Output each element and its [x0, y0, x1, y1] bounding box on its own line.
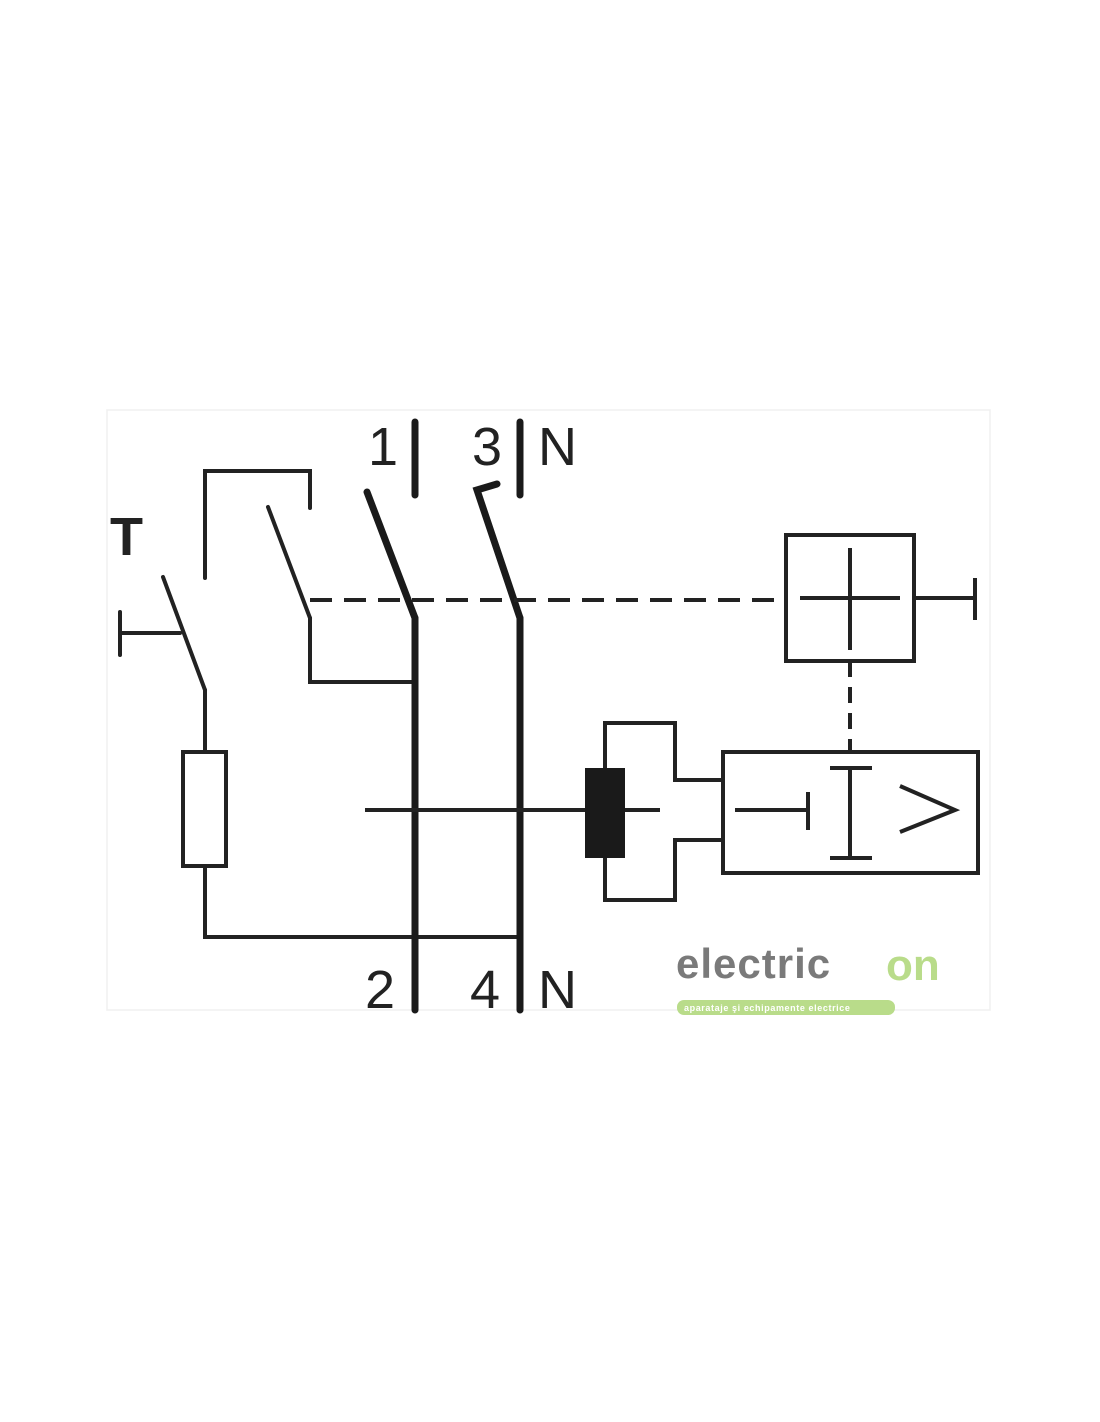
logo-name-green: on: [886, 941, 940, 990]
test-label: T: [110, 507, 143, 567]
electronic-comparator-box: [721, 750, 980, 875]
trip-relay-box: [784, 533, 977, 663]
bracket-wire: [203, 469, 312, 580]
logo-tagline-band: [677, 1000, 895, 1015]
terminal-n-top-label: N: [538, 417, 577, 477]
terminal-4-label: 4: [470, 960, 500, 1020]
diagram-frame: [106, 409, 991, 1011]
logo-name-gray: electric: [676, 940, 831, 987]
terminal-n-bottom-label: N: [538, 960, 577, 1020]
test-circuit-wire: [203, 864, 522, 939]
pole-3-switch: [472, 418, 524, 1014]
terminal-3-label: 3: [472, 417, 502, 477]
terminal-2-label: 2: [365, 960, 395, 1020]
electricon-logo: electric on aparataje şi echipamente ele…: [676, 940, 940, 1015]
sensing-coil-wires: [603, 721, 723, 902]
pole-1-switch: [363, 418, 419, 1014]
resistor: [181, 750, 228, 868]
test-button-symbol: [118, 575, 207, 754]
logo-tagline: aparataje şi echipamente electrice: [684, 1003, 850, 1013]
terminal-1-label: 1: [368, 417, 398, 477]
current-transformer-core: [585, 768, 625, 858]
auxiliary-switch: [266, 505, 417, 684]
